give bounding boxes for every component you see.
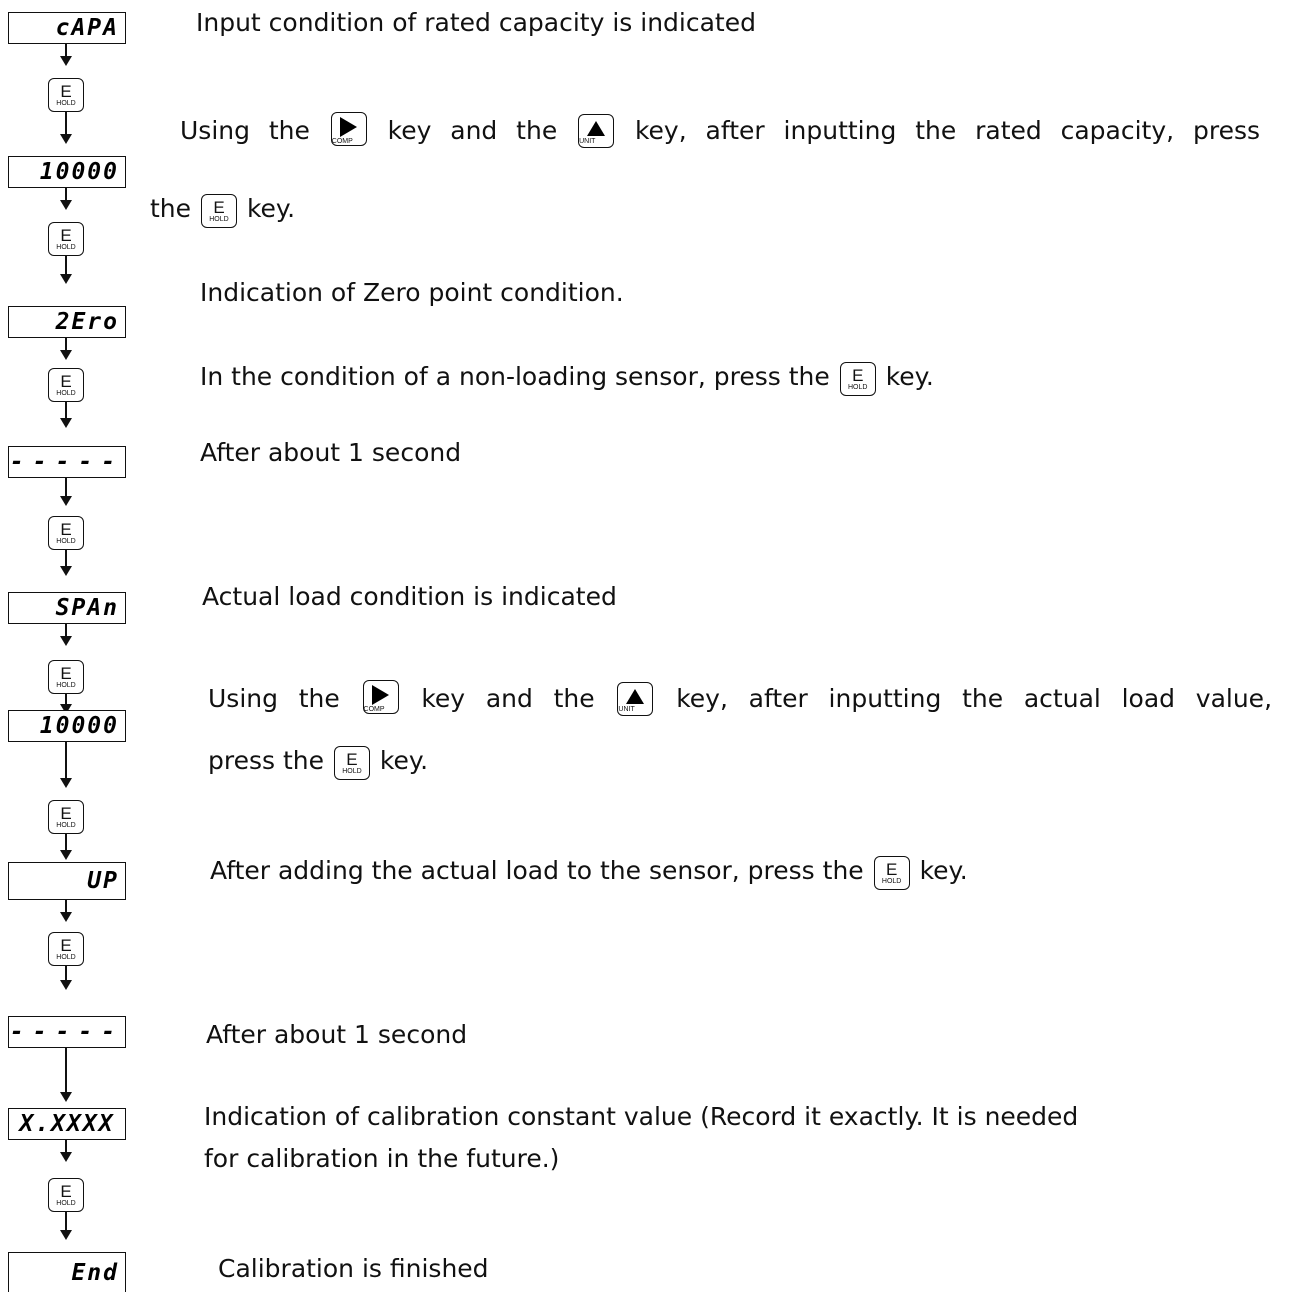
step-text: In the condition of a non-loading sensor… bbox=[200, 362, 934, 396]
arrow-down-icon bbox=[60, 56, 72, 66]
arrow-down-icon bbox=[60, 566, 72, 576]
display-rated-capacity: 10000 bbox=[8, 156, 126, 188]
flow-line bbox=[65, 624, 67, 638]
unit-key-icon: UNIT bbox=[617, 682, 654, 716]
display-dashes: ----- bbox=[8, 1016, 126, 1048]
flow-line bbox=[65, 402, 67, 422]
flow-line bbox=[65, 1212, 67, 1234]
flow-line bbox=[65, 188, 67, 202]
flow-line bbox=[65, 112, 67, 136]
step-text: Calibration is finished bbox=[218, 1254, 489, 1283]
flow-line bbox=[65, 834, 67, 852]
step-text: After about 1 second bbox=[206, 1020, 468, 1049]
flow-line bbox=[65, 966, 67, 982]
comp-key-icon: COMP bbox=[330, 112, 367, 146]
arrow-down-icon bbox=[60, 1092, 72, 1102]
step-text: Using the COMP key and the UNIT key, aft… bbox=[208, 680, 1272, 716]
arrow-down-icon bbox=[60, 200, 72, 210]
arrow-down-icon bbox=[60, 778, 72, 788]
flow-line bbox=[65, 694, 67, 708]
arrow-down-icon bbox=[60, 418, 72, 428]
step-text: Actual load condition is indicated bbox=[202, 582, 617, 611]
display-actual-load: 10000 bbox=[8, 710, 126, 742]
flow-line bbox=[65, 900, 67, 914]
arrow-down-icon bbox=[60, 980, 72, 990]
display-dashes: ----- bbox=[8, 446, 126, 478]
arrow-down-icon bbox=[60, 850, 72, 860]
step-text: After adding the actual load to the sens… bbox=[210, 856, 968, 890]
display-end: End bbox=[8, 1252, 126, 1292]
comp-key-icon: COMP bbox=[362, 680, 399, 714]
arrow-down-icon bbox=[60, 1230, 72, 1240]
flow-line bbox=[65, 256, 67, 276]
arrow-down-icon bbox=[60, 350, 72, 360]
arrow-down-icon bbox=[60, 274, 72, 284]
step-text: Indication of Zero point condition. bbox=[200, 278, 624, 307]
step-text: for calibration in the future.) bbox=[204, 1144, 560, 1173]
display-up: UP bbox=[8, 862, 126, 900]
flow-line bbox=[65, 338, 67, 352]
step-text: Indication of calibration constant value… bbox=[204, 1102, 1079, 1131]
flow-line bbox=[65, 44, 67, 58]
flow-line bbox=[65, 1048, 67, 1094]
arrow-down-icon bbox=[60, 636, 72, 646]
display-capa: cAPA bbox=[8, 12, 126, 44]
flow-line bbox=[65, 1140, 67, 1154]
display-zero: 2Ero bbox=[8, 306, 126, 338]
step-text: Input condition of rated capacity is ind… bbox=[196, 8, 756, 37]
step-text: After about 1 second bbox=[200, 438, 462, 467]
arrow-down-icon bbox=[60, 704, 72, 714]
arrow-down-icon bbox=[60, 1152, 72, 1162]
display-calibration-constant: X.XXXX bbox=[8, 1108, 126, 1140]
step-text: Using the COMP key and the UNIT key, aft… bbox=[180, 112, 1260, 148]
flow-line bbox=[65, 550, 67, 570]
arrow-down-icon bbox=[60, 496, 72, 506]
flow-line bbox=[65, 478, 67, 500]
display-span: SPAn bbox=[8, 592, 126, 624]
arrow-down-icon bbox=[60, 134, 72, 144]
arrow-down-icon bbox=[60, 912, 72, 922]
unit-key-icon: UNIT bbox=[578, 114, 615, 148]
flow-line bbox=[65, 742, 67, 780]
